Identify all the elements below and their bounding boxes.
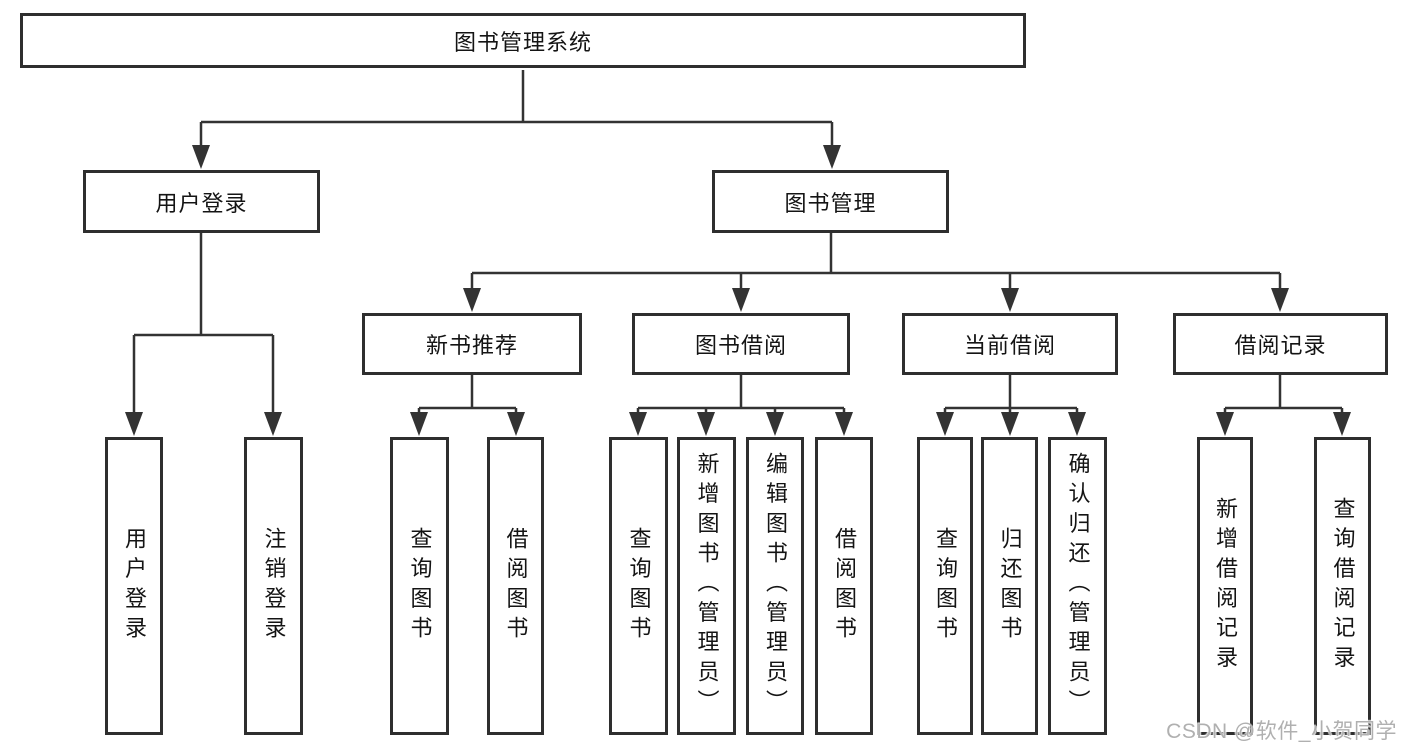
leaf-edit-book-admin: 编辑图书（管理员） (746, 437, 804, 735)
leaf-add-borrow-record: 新增借阅记录 (1197, 437, 1253, 735)
arrowhead-icons (125, 145, 1351, 436)
leaf-borrow-books-borrow: 借阅图书 (815, 437, 873, 735)
node-book-borrow: 图书借阅 (632, 313, 850, 375)
node-current-borrow: 当前借阅 (902, 313, 1118, 375)
node-book-management: 图书管理 (712, 170, 949, 233)
leaf-return-book: 归还图书 (981, 437, 1038, 735)
node-new-book-recommend: 新书推荐 (362, 313, 582, 375)
node-borrow-records: 借阅记录 (1173, 313, 1388, 375)
leaf-confirm-return-admin: 确认归还（管理员） (1048, 437, 1107, 735)
leaf-user-login: 用户登录 (105, 437, 163, 735)
leaf-borrow-books-recommend: 借阅图书 (487, 437, 544, 735)
node-user-login: 用户登录 (83, 170, 320, 233)
leaf-add-book-admin: 新增图书（管理员） (677, 437, 736, 735)
node-library-management-system: 图书管理系统 (20, 13, 1026, 68)
connector-line-group (132, 70, 1344, 420)
leaf-query-books-current: 查询图书 (917, 437, 973, 735)
leaf-query-borrow-record: 查询借阅记录 (1314, 437, 1371, 735)
leaf-logout: 注销登录 (244, 437, 303, 735)
leaf-query-books-borrow: 查询图书 (609, 437, 668, 735)
watermark: CSDN @软件_小贺同学 (1166, 720, 1397, 743)
leaf-query-books-recommend: 查询图书 (390, 437, 449, 735)
